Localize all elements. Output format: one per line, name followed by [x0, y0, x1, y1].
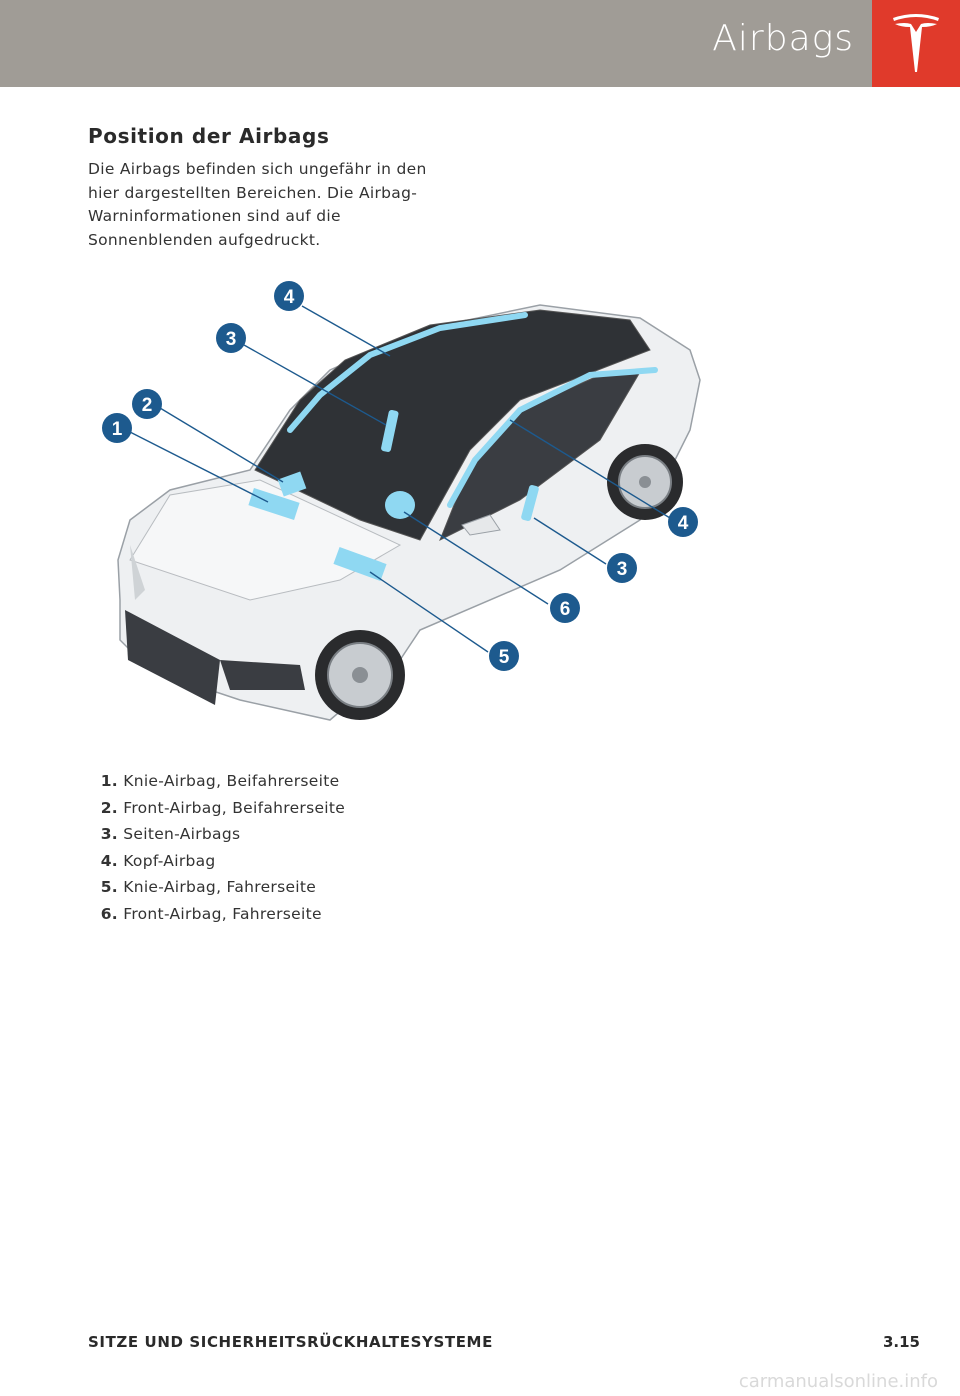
- page-number: 3.15: [882, 1333, 920, 1351]
- legend-item: 4. Kopf-Airbag: [100, 851, 216, 870]
- section-title: Position der Airbags: [88, 124, 330, 148]
- airbag-legend: 1. Knie-Airbag, Beifahrerseite 2. Front-…: [92, 772, 345, 932]
- legend-item: 6. Front-Airbag, Fahrerseite: [100, 904, 322, 923]
- callout-lines: [129, 305, 671, 653]
- airbag-zones: [248, 312, 658, 582]
- callout-5: [489, 641, 519, 671]
- legend-item: 2. Front-Airbag, Beifahrerseite: [100, 798, 346, 817]
- callout-label-5: 5: [499, 647, 510, 668]
- side-airbag-rear: [521, 484, 539, 522]
- footer-section-title: SITZE UND SICHERHEITSRÜCKHALTESYSTEME: [88, 1333, 493, 1351]
- knee-airbag-passenger: [248, 488, 300, 520]
- knee-airbag-driver: [333, 546, 387, 582]
- head-airbag-left: [287, 312, 528, 433]
- callout-3-right: [607, 553, 637, 583]
- tesla-logo-icon: [893, 14, 939, 72]
- callout-label-1: 1: [112, 419, 123, 440]
- front-airbag-driver: [385, 491, 415, 519]
- callout-label-3-top: 3: [226, 329, 237, 350]
- callout-badges: 1 2 3 4 4 3 6 5: [102, 281, 698, 671]
- legend-item: 1. Knie-Airbag, Beifahrerseite: [100, 772, 340, 790]
- callout-2: [132, 389, 162, 419]
- callout-label-2: 2: [142, 395, 153, 416]
- callout-6: [550, 593, 580, 623]
- callout-3-top: [216, 323, 246, 353]
- page-header: Airbags: [0, 0, 872, 87]
- callout-label-3-right: 3: [617, 559, 628, 580]
- intro-text: Die Airbags befinden sich ungefähr in de…: [88, 160, 427, 249]
- legend-item: 3. Seiten-Airbags: [100, 825, 241, 844]
- head-airbag-right: [447, 367, 658, 508]
- car-airbag-diagram: 1 2 3 4 4 3 6 5: [102, 281, 701, 721]
- callout-label-4-right: 4: [678, 513, 689, 534]
- callout-label-6: 6: [560, 599, 571, 620]
- brand-logo-box: [872, 0, 960, 87]
- side-airbag-front: [381, 409, 399, 453]
- callout-label-4-top: 4: [284, 287, 295, 308]
- legend-item: 5. Knie-Airbag, Fahrerseite: [100, 878, 317, 897]
- front-airbag-passenger: [277, 471, 307, 497]
- watermark: carmanualsonline.info: [738, 1371, 938, 1392]
- page-title: Airbags: [712, 18, 854, 59]
- callout-4-right: [668, 507, 698, 537]
- callout-4-top: [274, 281, 304, 311]
- callout-1: [102, 413, 132, 443]
